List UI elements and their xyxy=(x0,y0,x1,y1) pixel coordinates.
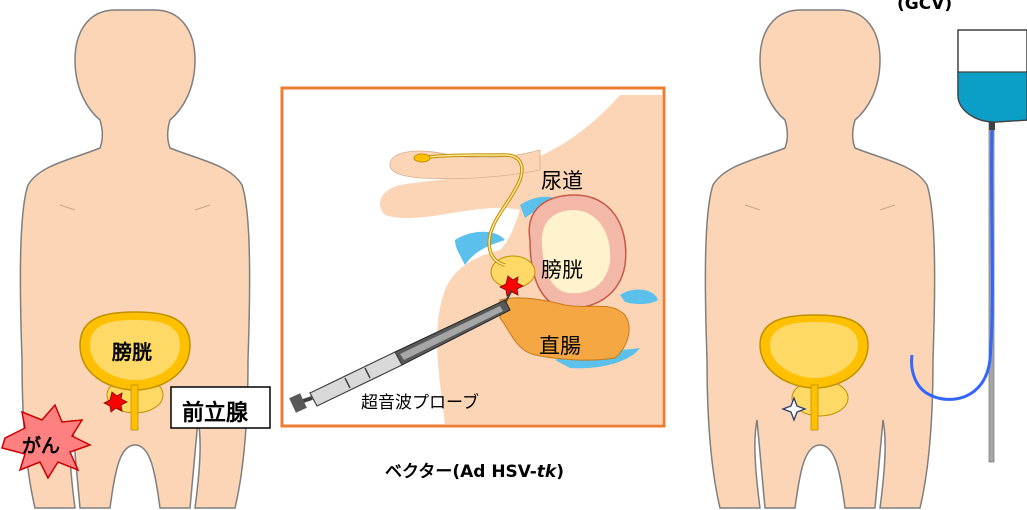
center-bladder xyxy=(529,195,626,308)
left-bladder-label: 膀胱 xyxy=(112,336,152,365)
urethra-label: 尿道 xyxy=(541,165,583,195)
cancer-label: がん xyxy=(22,431,60,458)
prostate-label: 前立腺 xyxy=(182,395,248,427)
vector-caption-suffix: ) xyxy=(556,462,564,482)
right-body xyxy=(705,10,934,508)
probe-label: 超音波プローブ xyxy=(361,388,479,413)
vector-caption-italic: tk xyxy=(537,462,556,482)
rectum-label: 直腸 xyxy=(539,330,581,360)
drip-label: (GCV) xyxy=(897,0,952,14)
vector-caption: ベクター(Ad HSV-tk) xyxy=(385,457,564,482)
vector-caption-prefix: ベクター(Ad HSV- xyxy=(385,462,537,482)
center-bladder-label: 膀胱 xyxy=(541,254,583,284)
